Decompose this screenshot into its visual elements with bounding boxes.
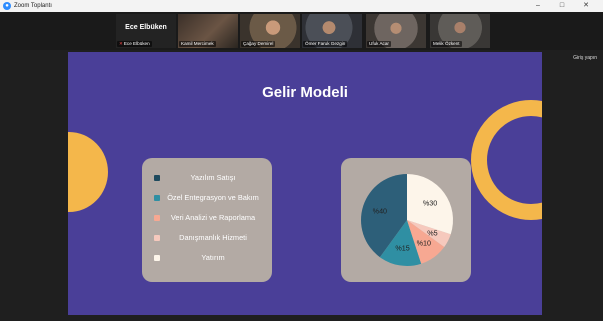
participant-tile[interactable]: Kamil Mercimek xyxy=(178,14,238,48)
minimize-button[interactable]: – xyxy=(536,2,540,9)
participant-tile[interactable]: Çağay Demirel xyxy=(240,14,300,48)
signin-link[interactable]: Giriş yapın xyxy=(573,55,597,61)
maximize-button[interactable]: □ xyxy=(559,2,565,9)
participant-name: Çağay Demirel xyxy=(241,41,276,47)
legend-label: Veri Analizi ve Raporlama xyxy=(170,213,256,222)
legend-swatch xyxy=(154,175,160,181)
pie-chart: %40 %15 %10 %5 %30 xyxy=(361,174,453,266)
decor-ring xyxy=(471,100,542,220)
participant-name: Kamil Mercimek xyxy=(179,41,216,47)
participant-tile-self[interactable]: Ece Elbüken ✕Ece Elbüken xyxy=(116,14,176,48)
legend-swatch xyxy=(154,235,160,241)
close-button[interactable]: ✕ xyxy=(583,2,589,9)
slide-title: Gelir Modeli xyxy=(262,84,348,101)
zoom-logo-icon: ● xyxy=(3,2,11,10)
window-title: Zoom Toplantı xyxy=(14,3,52,9)
legend-label: Yazılım Satışı xyxy=(190,173,236,182)
pie-card: %40 %15 %10 %5 %30 xyxy=(341,158,471,282)
pie-slice-label: %10 xyxy=(417,239,431,248)
legend-swatch xyxy=(154,195,160,201)
legend-item: Özel Entegrasyon ve Bakım xyxy=(154,192,274,204)
participant-tile[interactable]: Ufuk Acar xyxy=(366,14,426,48)
participant-name: ✕Ece Elbüken xyxy=(117,41,152,47)
pie-slice-label: %30 xyxy=(423,199,437,208)
participant-strip: Ece Elbüken ✕Ece Elbüken Kamil Mercimek … xyxy=(0,12,603,50)
pie-slice xyxy=(407,220,451,248)
legend-item: Veri Analizi ve Raporlama xyxy=(154,212,274,224)
pie-slice xyxy=(361,174,407,258)
participant-tile[interactable]: Ömer Faruk Gezgin xyxy=(302,14,362,48)
self-label: Ece Elbüken xyxy=(123,41,150,46)
legend-swatch xyxy=(154,215,160,221)
legend-label: Danışmanlık Hizmeti xyxy=(179,233,247,242)
legend-item: Yatırım xyxy=(154,252,274,264)
participant-name: Ufuk Acar xyxy=(367,41,391,47)
legend-item: Yazılım Satışı xyxy=(154,172,274,184)
self-display-name: Ece Elbüken xyxy=(125,24,167,31)
participant-name: Melik Özkent xyxy=(431,41,462,47)
participant-tile[interactable]: Melik Özkent xyxy=(430,14,490,48)
legend-label: Yatırım xyxy=(201,253,225,262)
legend-label: Özel Entegrasyon ve Bakım xyxy=(167,193,259,202)
participant-name: Ömer Faruk Gezgin xyxy=(303,41,348,47)
pie-slice xyxy=(407,220,445,264)
pie-slice-label: %15 xyxy=(395,244,409,253)
decor-circle xyxy=(68,132,108,212)
legend-swatch xyxy=(154,255,160,261)
legend-card: Yazılım Satışı Özel Entegrasyon ve Bakım… xyxy=(142,158,272,282)
pie-slice-label: %40 xyxy=(373,207,387,216)
legend-item: Danışmanlık Hizmeti xyxy=(154,232,274,244)
shared-slide: Gelir Modeli Yazılım Satışı Özel Entegra… xyxy=(68,52,542,315)
pie-slice xyxy=(379,220,422,266)
pie-slice-label: %5 xyxy=(427,228,437,237)
mic-muted-icon: ✕ xyxy=(119,41,123,46)
pie-slice xyxy=(407,174,453,235)
